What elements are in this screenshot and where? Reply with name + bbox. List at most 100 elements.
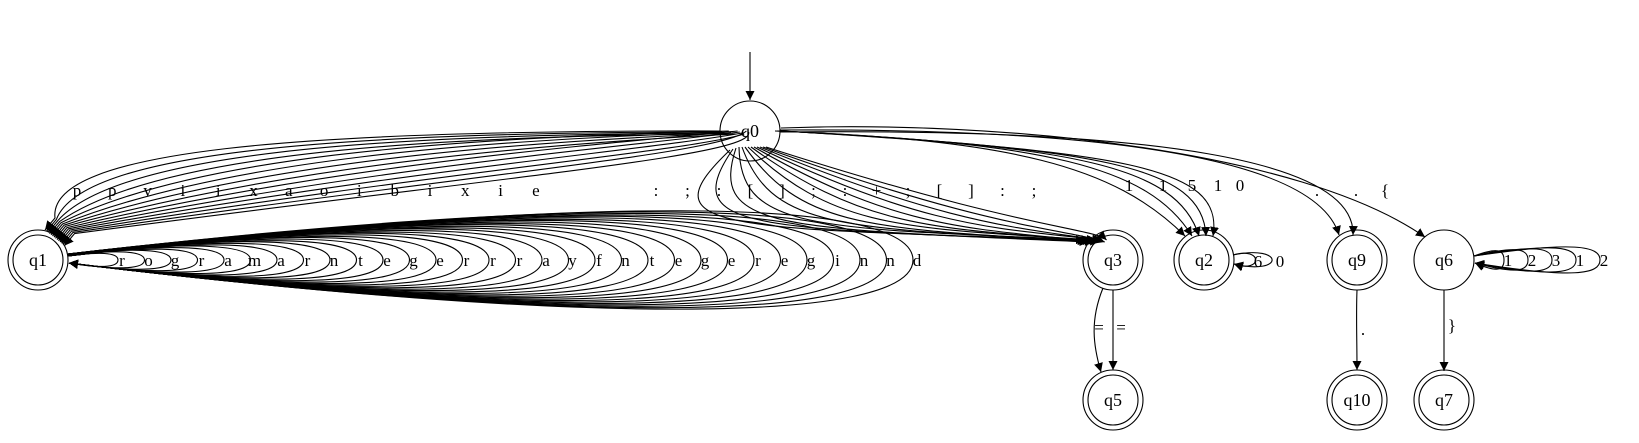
state-q2: q2: [1173, 229, 1235, 291]
edge-label-q0-q1: o: [320, 181, 329, 200]
edge-label-q0-q1: e: [532, 181, 540, 200]
state-q9: q9: [1326, 229, 1388, 291]
state-q5: q5: [1082, 369, 1144, 431]
state-circle: [1326, 229, 1388, 291]
edge-q0-q3: [759, 146, 1104, 244]
self-loop-label-q1: i: [835, 251, 840, 270]
edge-label-q0-q1: v: [143, 181, 152, 200]
self-loop-q1: [67, 245, 252, 275]
self-loop-q6: [1473, 250, 1505, 271]
self-loop-label-q1: g: [409, 251, 418, 270]
self-loop-label-q1: r: [119, 251, 125, 270]
edge-label-q0-q3: :: [654, 181, 659, 200]
edge-label-q0-q3: ]: [779, 181, 785, 200]
self-loop-q1: [67, 218, 755, 302]
self-loop-label-q1: r: [305, 251, 311, 270]
self-loop-q1: [67, 217, 782, 303]
edge-label-q0-q1: i: [216, 181, 221, 200]
state-circle: [1173, 229, 1235, 291]
state-q3: q3: [1082, 229, 1144, 291]
edge-q0-q3: [762, 146, 1105, 244]
edge-q0-q1: [47, 132, 725, 233]
self-loop-label-q1: e: [728, 251, 736, 270]
accepting-ring: [1087, 234, 1139, 286]
edge-label-q0-q3: :: [1000, 181, 1005, 200]
edge-label-q0-q1: x: [249, 181, 258, 200]
edge-label-q0-q1: i: [181, 181, 186, 200]
state-label: q5: [1104, 390, 1122, 410]
state-label: q1: [29, 250, 47, 270]
edge-q0-q1: [52, 131, 732, 237]
edge-q0-q1: [46, 131, 723, 232]
edge-q0-q1: [53, 132, 734, 238]
state-circle: [1082, 229, 1144, 291]
self-loop-label-q1: t: [650, 251, 655, 270]
self-loop-label-q6: 3: [1552, 251, 1561, 270]
state-label: q10: [1344, 390, 1371, 410]
edge-label-q0-q1: i: [498, 181, 503, 200]
edge-label-q0-q2: 0: [1236, 176, 1245, 195]
self-loop-q1: [67, 235, 437, 285]
self-loop-label-q1: r: [464, 251, 470, 270]
accepting-ring: [1178, 234, 1230, 286]
edge-q0-q3: [753, 146, 1100, 246]
accepting-ring: [1087, 374, 1139, 426]
state-circle: [1326, 369, 1388, 431]
edge-q0-q3: [730, 147, 1089, 247]
edge-label-q0-q3: [: [937, 181, 943, 200]
state-label: q2: [1195, 250, 1213, 270]
edge-label-q0-q3: ;: [811, 181, 816, 200]
state-q6: q6: [1413, 229, 1475, 291]
self-loop-label-q1: g: [171, 251, 180, 270]
state-label: q0: [741, 121, 759, 141]
self-loop-q6: [1473, 249, 1529, 271]
state-circle: [719, 100, 781, 162]
accepting-ring: [1418, 374, 1470, 426]
state-q0: q0: [719, 100, 781, 162]
state-q10: q10: [1326, 369, 1388, 431]
self-loop-label-q1: r: [490, 251, 496, 270]
state-label: q3: [1104, 250, 1122, 270]
self-loop-label-q1: g: [807, 251, 816, 270]
edge-label-q0-q3: ]: [968, 181, 974, 200]
edge-q0-q3: [765, 146, 1107, 241]
self-loop-label-q1: e: [781, 251, 789, 270]
state-circle: [7, 229, 69, 291]
accepting-ring: [12, 234, 64, 286]
edge-label-q3-q5: =: [1094, 318, 1104, 337]
edge-q0-q1: [44, 130, 721, 231]
self-loop-label-q1: n: [621, 251, 630, 270]
edge-label-q0-q6: {: [1381, 181, 1389, 200]
self-loop-label-q1: a: [277, 251, 285, 270]
edge-label-q0-q3: +: [872, 181, 882, 200]
state-circle: [1413, 229, 1475, 291]
self-loop-label-q1: e: [383, 251, 391, 270]
edge-label-q0-q1: a: [285, 181, 293, 200]
state-q1: q1: [7, 229, 69, 291]
state-q7: q7: [1413, 369, 1475, 431]
edge-q0-q1: [62, 130, 747, 245]
self-loop-q1: [67, 229, 543, 290]
self-loop-label-q6: 1: [1576, 251, 1585, 270]
state-circle: [1413, 369, 1475, 431]
edge-q0-q1: [59, 132, 743, 243]
state-label: q7: [1435, 390, 1453, 410]
self-loop-label-q1: f: [596, 251, 602, 270]
edge-q3-q5: [1093, 287, 1104, 373]
edge-label-q0-q1: p: [108, 181, 117, 200]
accepting-ring: [1331, 374, 1383, 426]
self-loop-q1: [67, 227, 596, 293]
self-loop-q1: [67, 225, 623, 294]
edge-label-q0-q2: 1: [1159, 176, 1168, 195]
edge-label-q0-q3: ;: [1032, 181, 1037, 200]
self-loop-label-q1: n: [886, 251, 895, 270]
edge-q0-q1: [56, 130, 738, 240]
edge-label-q0-q3: :: [717, 181, 722, 200]
self-loop-label-q1: g: [701, 251, 710, 270]
edge-label-q0-q1: i: [357, 181, 362, 200]
self-loop-label-q1: n: [860, 251, 869, 270]
self-loop-label-q1: a: [224, 251, 232, 270]
edge-q0-q6: [780, 126, 1426, 238]
state-circle: [1082, 369, 1144, 431]
